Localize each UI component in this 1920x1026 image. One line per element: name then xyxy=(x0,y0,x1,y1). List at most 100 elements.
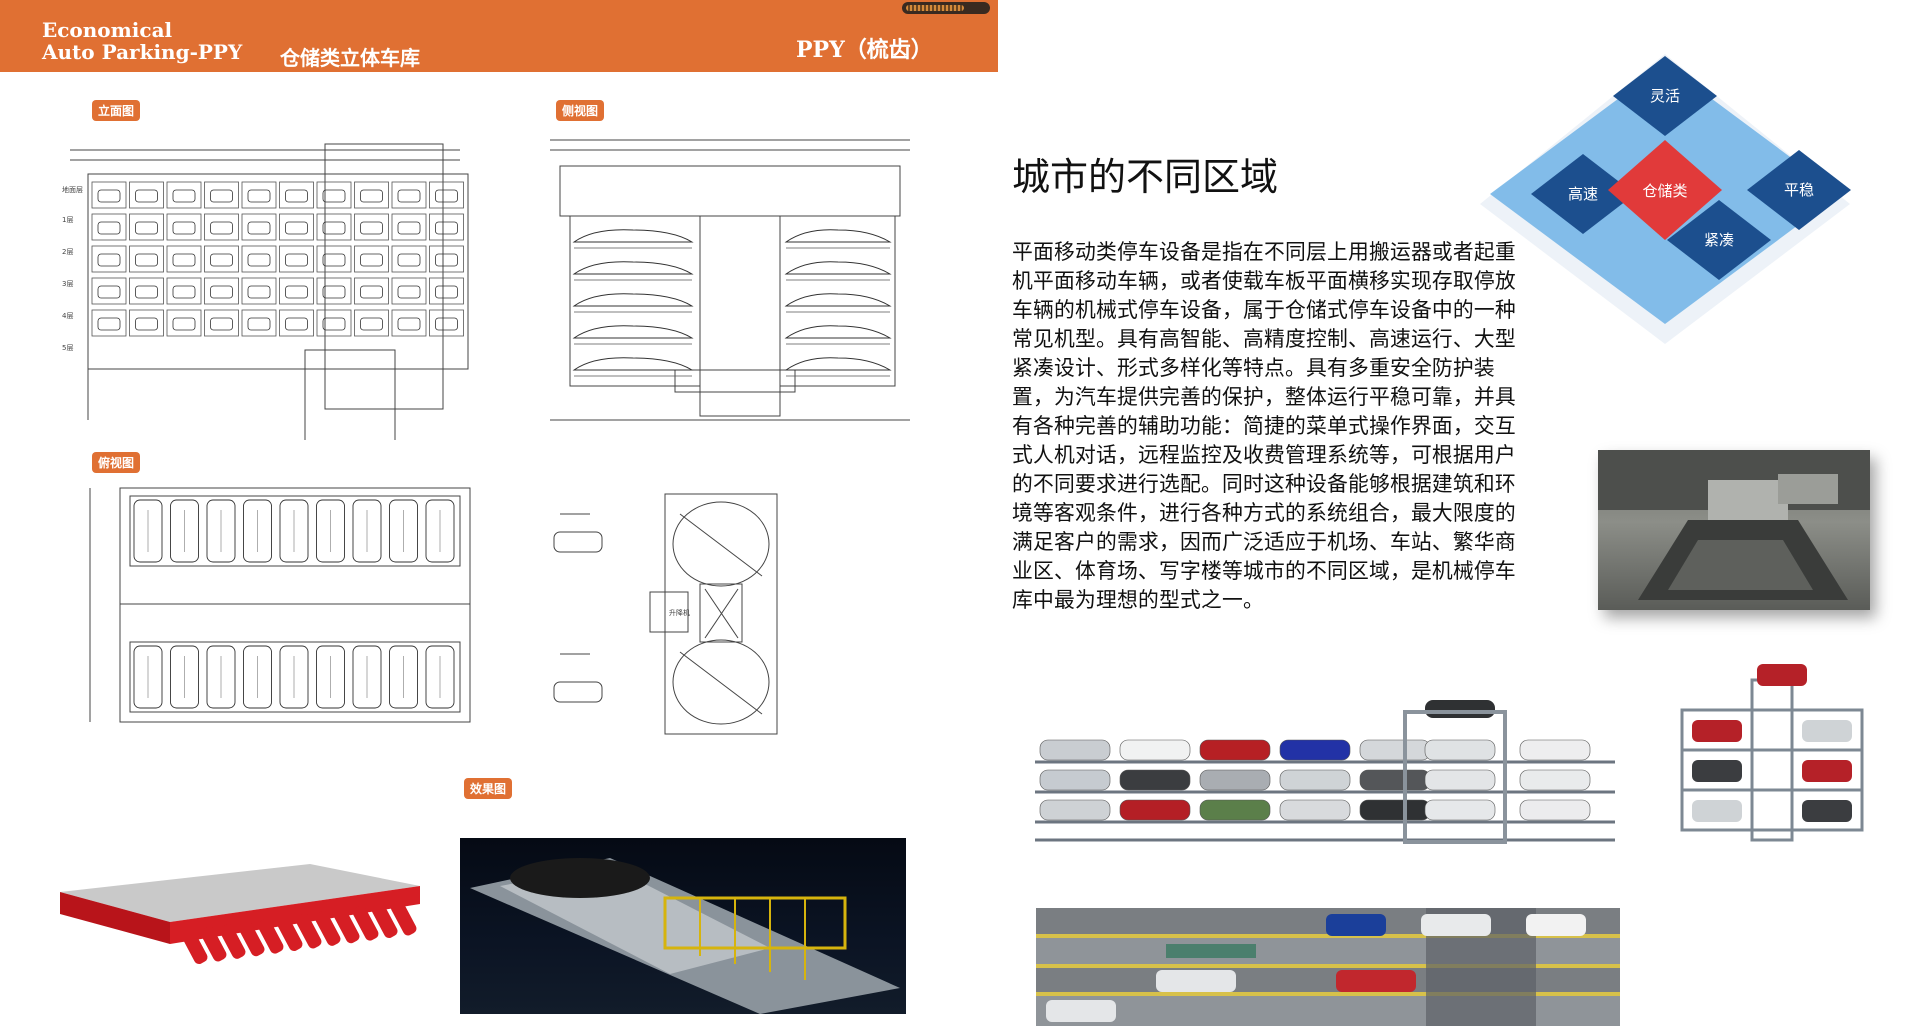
elevation-level-label: 4层 xyxy=(62,312,73,320)
elevation-svg: 地面层 1层 2层 3层 4层 5层 xyxy=(62,143,469,440)
elevation-bay xyxy=(391,213,427,241)
top-view-car xyxy=(243,499,272,563)
elevation-car xyxy=(435,317,458,331)
side-view-car xyxy=(572,293,694,307)
elevation-bay xyxy=(166,245,202,273)
top-view-car xyxy=(133,499,163,563)
elevation-bay xyxy=(241,181,277,209)
section-heading: 城市的不同区域 xyxy=(1012,155,1279,199)
header-title-zh: 仓储类立体车库 xyxy=(280,46,420,70)
elevation-car xyxy=(322,317,346,331)
comb-tooth xyxy=(276,916,303,952)
side-view-drawing xyxy=(540,130,920,440)
elevation-car xyxy=(360,317,383,331)
stacked-car xyxy=(1119,799,1191,821)
side-view-tag: 侧视图 xyxy=(556,100,605,121)
top-view-car xyxy=(352,499,382,563)
elevation-car xyxy=(135,253,158,267)
stacked-car xyxy=(1279,769,1351,791)
stacked-car xyxy=(1119,739,1191,761)
elevation-bay xyxy=(316,277,352,305)
elevation-car xyxy=(435,253,458,267)
top-view-car xyxy=(133,645,163,709)
elevation-car xyxy=(172,285,196,299)
elevation-car xyxy=(247,221,271,235)
header-model-label: PPY（梳齿） xyxy=(796,37,933,63)
elevation-bay xyxy=(91,213,127,241)
top-view-car xyxy=(389,499,418,563)
top-view-car xyxy=(206,645,236,709)
stacked-car xyxy=(1199,769,1271,791)
stacked-car xyxy=(1039,799,1111,821)
elevation-bay xyxy=(391,181,427,209)
elevation-car xyxy=(322,253,346,267)
comb-carrier-rendering xyxy=(50,852,430,982)
elevation-level-label: 3层 xyxy=(62,280,73,288)
stacked-car xyxy=(1359,739,1431,761)
top-view-svg xyxy=(89,487,471,723)
elevation-car xyxy=(172,317,196,331)
diamond-right-label: 平稳 xyxy=(1784,181,1814,199)
side-view-car xyxy=(784,229,892,243)
elevation-bay xyxy=(391,277,427,305)
elevation-bay xyxy=(391,309,427,337)
side-view-car xyxy=(784,261,892,275)
top-view-car xyxy=(170,645,199,709)
center-platform-label: 升降机 xyxy=(669,608,690,617)
turntable-plan-drawing: 升降机 xyxy=(540,474,840,744)
comb-tooth xyxy=(181,929,208,965)
elevation-bay xyxy=(354,309,389,337)
elevation-bay xyxy=(204,181,239,209)
elevation-bay xyxy=(279,245,314,273)
feature-diamond-graphic: 灵活 高速 仓储类 平稳 紧凑 xyxy=(1470,44,1860,374)
elevation-car xyxy=(322,189,346,203)
scroll-indicator[interactable] xyxy=(902,2,990,14)
top-view-car xyxy=(243,645,272,709)
header-title-en-line1: Economical xyxy=(42,18,173,42)
garage-photo-svg xyxy=(1598,450,1870,600)
elevation-bay xyxy=(316,181,352,209)
elevation-bay xyxy=(129,245,164,273)
feature-diamond-svg: 灵活 高速 仓储类 平稳 紧凑 xyxy=(1480,54,1851,344)
header-title-en-line2: Auto Parking-PPY xyxy=(42,40,243,64)
stacked-car xyxy=(1279,799,1351,821)
comb-tooth xyxy=(390,900,417,936)
elevation-car xyxy=(172,221,196,235)
stacked-car xyxy=(1119,769,1191,791)
rendering-tag: 效果图 xyxy=(464,778,513,799)
diamond-top-label: 灵活 xyxy=(1650,87,1680,105)
elevation-car xyxy=(172,253,196,267)
top-view-car xyxy=(389,645,418,709)
top-view-car xyxy=(279,499,309,563)
stacked-car xyxy=(1519,769,1591,791)
comb-tooth xyxy=(219,923,246,959)
elevation-car xyxy=(135,189,158,203)
elevation-bay xyxy=(316,309,352,337)
stacked-parking-photo xyxy=(1030,692,1620,852)
stacked-car xyxy=(1039,739,1111,761)
elevation-level-label: 地面层 xyxy=(62,185,83,194)
elevation-bay xyxy=(204,277,239,305)
tower-car xyxy=(1757,664,1807,686)
elevation-bay xyxy=(279,277,314,305)
elevation-level-label: 1层 xyxy=(62,216,73,224)
elevation-car xyxy=(97,221,121,235)
comb-tooth xyxy=(238,921,265,957)
stacked-car xyxy=(1199,739,1271,761)
elevation-car xyxy=(135,221,158,235)
stacked-car xyxy=(1424,769,1496,791)
elevation-bay xyxy=(316,213,352,241)
elevation-bay xyxy=(429,277,464,305)
elevation-car xyxy=(247,317,271,331)
elevation-car xyxy=(397,253,421,267)
elevation-bay xyxy=(241,309,277,337)
diamond-left-label: 高速 xyxy=(1568,185,1598,203)
top-down-lane-photo xyxy=(1036,908,1620,1026)
elevation-bay xyxy=(91,309,127,337)
comb-tooth xyxy=(333,908,360,944)
elevation-car xyxy=(285,285,308,299)
elevation-bay xyxy=(91,245,127,273)
elevation-bay xyxy=(354,245,389,273)
top-view-tag: 俯视图 xyxy=(92,452,141,473)
side-view-car xyxy=(784,325,892,339)
